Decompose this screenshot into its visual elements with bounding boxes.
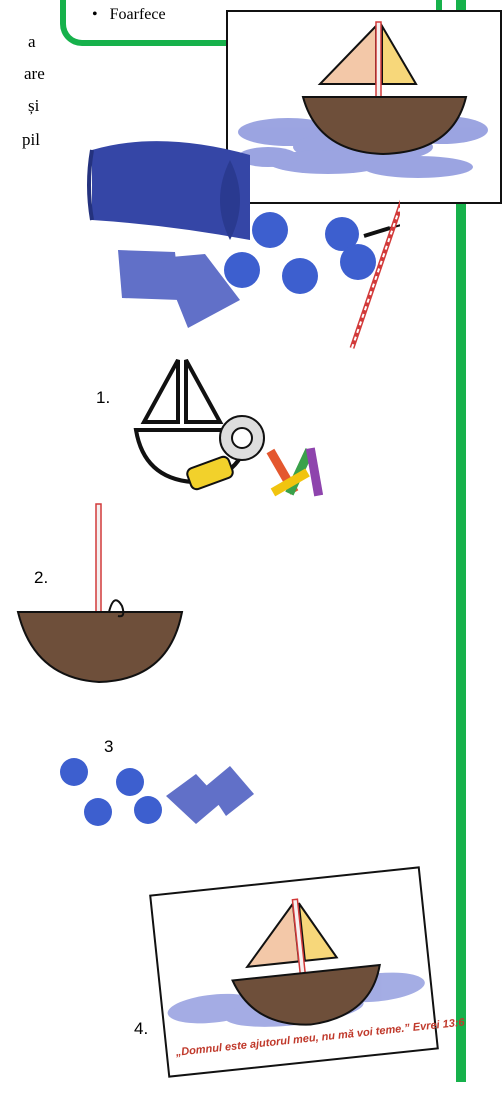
step-4-number: 4. (134, 1019, 148, 1039)
step-3-illustration (56, 752, 256, 842)
paper-squares-small (166, 766, 254, 824)
step-2-illustration (14, 500, 184, 690)
final-card-illustration (151, 868, 433, 1045)
text-fragment-2: are (24, 62, 45, 85)
text-fragment-1: a (28, 30, 36, 53)
boat-hull (18, 612, 182, 682)
materials-illustration (80, 130, 400, 360)
pompoms-small (60, 758, 162, 826)
tape-dispenser-icon (220, 416, 264, 460)
text-fragment-4: pil (22, 128, 40, 151)
text-fragment-3: și (28, 94, 39, 117)
materials-item-label: Foarfece (110, 6, 166, 23)
step-1-illustration (130, 350, 370, 520)
step-1-number: 1. (96, 388, 110, 408)
paper-squares (118, 250, 240, 328)
glue-stick-icon (186, 455, 235, 491)
materials-item: • Foarfece (92, 6, 166, 24)
crepe-paper-roll (89, 141, 250, 240)
bullet-icon: • (92, 6, 98, 23)
final-card: „Domnul este ajutorul meu, nu mă voi tem… (149, 866, 439, 1077)
crayons-icon (267, 447, 324, 496)
